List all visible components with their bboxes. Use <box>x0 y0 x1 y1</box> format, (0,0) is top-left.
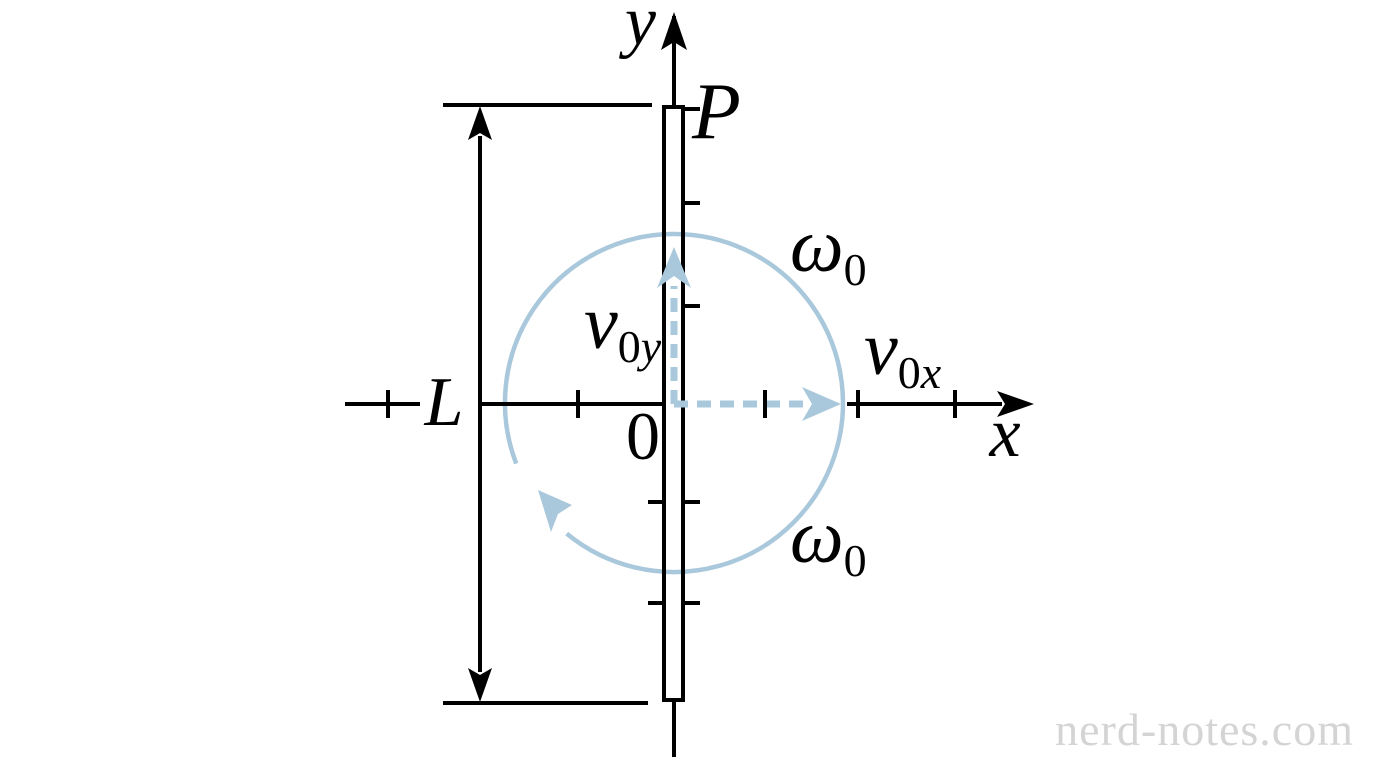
point-p-label: P <box>691 68 741 156</box>
v0x-sub-num: 0 <box>898 347 921 398</box>
origin-label: 0 <box>626 398 660 474</box>
dimension-arrowhead-down-icon <box>468 668 492 702</box>
v0y-sub-num: 0 <box>618 321 641 372</box>
omega-lower-label: ω0 <box>790 495 867 586</box>
v0y-base: v <box>584 281 618 365</box>
rotation-circle <box>502 231 846 575</box>
v0x-arrowhead-icon <box>802 387 841 421</box>
x-axis-label: x <box>988 395 1020 472</box>
omega-lower-base: ω <box>790 495 844 579</box>
watermark-highlight: nerd-notes.com <box>1057 706 1356 757</box>
length-label: L <box>424 364 464 441</box>
y-axis-arrowhead-icon <box>661 12 687 50</box>
rotation-arrowhead-icon <box>538 490 572 532</box>
x-axis-arrowhead-icon <box>997 391 1034 417</box>
v0x-sub-var: x <box>920 347 942 398</box>
omega-upper-base: ω <box>790 204 844 288</box>
v0y-arrowhead-icon <box>657 247 691 288</box>
v0y-label: v0y <box>584 281 662 372</box>
omega-lower-sub: 0 <box>844 535 867 586</box>
watermark: nerd-notes.com <box>1055 704 1354 755</box>
dimension-arrowhead-up-icon <box>468 106 492 140</box>
omega-upper-sub: 0 <box>844 244 867 295</box>
y-axis-label: y <box>619 0 657 60</box>
omega-upper-label: ω0 <box>790 204 867 295</box>
v0x-base: v <box>864 307 898 391</box>
v0x-label: v0x <box>864 307 942 398</box>
v0y-sub-var: y <box>637 321 662 372</box>
